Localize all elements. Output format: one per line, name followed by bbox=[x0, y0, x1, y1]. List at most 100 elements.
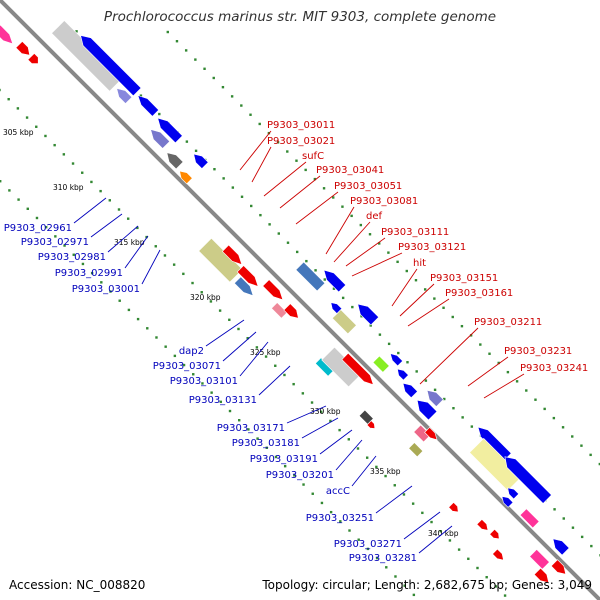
tick-dot bbox=[200, 291, 203, 294]
reverse-label-leader bbox=[107, 225, 139, 253]
tick-dot bbox=[81, 262, 85, 266]
tick-dot bbox=[305, 259, 308, 263]
tick-dot bbox=[442, 306, 445, 309]
reverse-gene-label: P9303_02961 bbox=[4, 223, 72, 234]
gene-glyph-grey bbox=[51, 20, 123, 92]
tick-dot bbox=[448, 539, 452, 542]
tick-dot bbox=[406, 361, 409, 364]
gene-glyph-red bbox=[533, 567, 550, 584]
gene-glyph-red bbox=[236, 265, 259, 287]
tick-dot bbox=[476, 566, 479, 570]
reverse-gene-label: P9303_03201 bbox=[266, 470, 334, 481]
forward-label-leader bbox=[399, 283, 435, 317]
tick-dot bbox=[412, 593, 416, 597]
tick-dot bbox=[117, 208, 121, 211]
map-title: Prochlorococcus marinus str. MIT 9303, c… bbox=[103, 9, 497, 25]
tick-dot bbox=[53, 143, 56, 147]
tick-dot bbox=[209, 300, 213, 303]
tick-dot bbox=[304, 168, 307, 172]
reverse-label-leader bbox=[205, 319, 245, 347]
tick-dot bbox=[378, 333, 382, 336]
forward-gene-label: def bbox=[366, 211, 383, 222]
tick-dot bbox=[494, 585, 498, 588]
tick-dot bbox=[166, 30, 169, 34]
tick-dot bbox=[350, 214, 353, 218]
tick-dot bbox=[421, 511, 424, 515]
tick-dot bbox=[219, 400, 223, 404]
tick-dot bbox=[452, 406, 455, 410]
forward-gene-label: P9303_03021 bbox=[267, 136, 335, 147]
tick-dot bbox=[35, 125, 38, 128]
gene-glyph-blue bbox=[157, 117, 183, 144]
tick-dot bbox=[221, 85, 225, 89]
tick-dot bbox=[359, 223, 363, 227]
gene-glyph-khaki bbox=[331, 309, 357, 335]
tick-dot bbox=[397, 351, 400, 355]
tick-dot bbox=[368, 233, 372, 236]
tick-dot bbox=[145, 235, 148, 239]
gene-glyph-red bbox=[366, 420, 376, 429]
reverse-gene-label: P9303_03171 bbox=[217, 423, 285, 434]
tick-dot bbox=[506, 370, 510, 374]
tick-dot bbox=[184, 49, 188, 52]
gene-glyph-grey bbox=[321, 346, 362, 388]
tick-dot bbox=[571, 435, 574, 438]
tick-dot bbox=[230, 95, 234, 98]
tick-dot bbox=[366, 547, 370, 551]
reverse-gene-label: accC bbox=[326, 486, 350, 497]
tick-dot bbox=[356, 447, 360, 450]
tick-dot bbox=[347, 438, 351, 441]
gene-glyph-lavender bbox=[116, 87, 133, 105]
tick-dot bbox=[75, 30, 78, 33]
tick-dot bbox=[283, 464, 287, 468]
tick-dot bbox=[323, 278, 326, 281]
forward-gene-label: P9303_03041 bbox=[316, 165, 384, 176]
tick-dot bbox=[310, 401, 314, 404]
gene-glyph-blue bbox=[504, 456, 552, 504]
forward-gene-label: P9303_03051 bbox=[334, 181, 402, 192]
tick-dot bbox=[185, 140, 189, 143]
gene-glyph-red bbox=[448, 501, 459, 513]
tick-dot bbox=[443, 397, 446, 401]
tick-dot bbox=[136, 317, 140, 321]
tick-dot bbox=[553, 508, 556, 511]
reverse-gene-label: P9303_02971 bbox=[21, 237, 89, 248]
forward-gene-label: P9303_03161 bbox=[445, 288, 513, 299]
tick-dot bbox=[295, 159, 298, 162]
forward-label-leader bbox=[419, 327, 479, 385]
forward-label-leader bbox=[295, 191, 339, 225]
tick-dot bbox=[182, 272, 185, 276]
gene-glyph-blue bbox=[357, 303, 380, 326]
tick-dot bbox=[571, 526, 575, 529]
gene-glyph-blue bbox=[80, 34, 142, 97]
tick-dot bbox=[293, 474, 296, 477]
tick-dot bbox=[322, 187, 326, 190]
scale-tick-label: 320 kbp bbox=[190, 293, 221, 302]
tick-dot bbox=[265, 446, 268, 449]
tick-dot bbox=[126, 217, 130, 220]
gene-glyph-red bbox=[492, 548, 504, 561]
tick-dot bbox=[339, 520, 342, 523]
tick-dot bbox=[54, 235, 57, 238]
forward-gene-label: sufC bbox=[302, 151, 324, 162]
tick-dot bbox=[286, 241, 290, 244]
tick-dot bbox=[146, 327, 149, 330]
tick-dot bbox=[534, 398, 537, 401]
tick-dot bbox=[375, 556, 379, 560]
gene-glyph-red bbox=[15, 40, 31, 56]
reverse-label-leader bbox=[301, 417, 339, 439]
tick-dot bbox=[201, 382, 204, 385]
tick-dot bbox=[172, 263, 176, 266]
tick-dot bbox=[396, 260, 399, 264]
tick-dot bbox=[348, 529, 351, 532]
tick-dot bbox=[332, 196, 335, 199]
tick-dot bbox=[411, 502, 415, 505]
forward-label-leader bbox=[279, 175, 321, 209]
tick-dot bbox=[237, 419, 241, 422]
gene-glyph-steelblue bbox=[295, 261, 326, 292]
tick-dot bbox=[259, 213, 262, 217]
scale-tick-label: 305 kbp bbox=[3, 128, 34, 137]
tick-dot bbox=[469, 334, 473, 337]
